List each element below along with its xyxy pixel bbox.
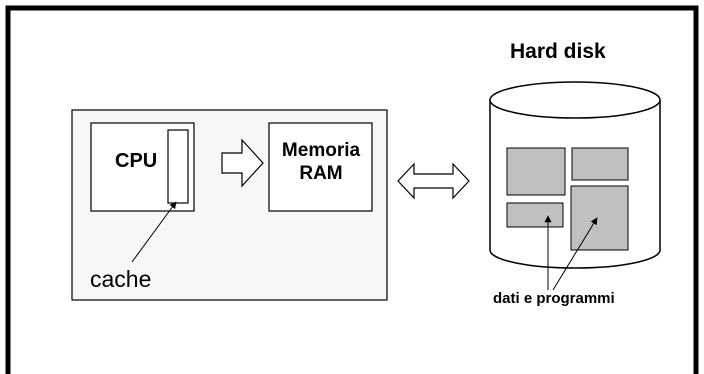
data-pointer-arrow-2 [552, 217, 598, 291]
cache-label: cache [90, 266, 152, 292]
cache-pointer-arrow [131, 201, 177, 263]
ram-label-line2: RAM [299, 163, 343, 184]
ram-disk-double-arrow [397, 162, 470, 200]
ram-box [268, 122, 373, 212]
ram-label-line1: Memoria [281, 140, 361, 161]
disk-block-2 [571, 147, 629, 181]
disk-block-1 [506, 147, 566, 196]
cpu-to-ram-arrow [221, 138, 264, 188]
disk-block-3 [506, 202, 564, 228]
cpu-label: CPU [115, 150, 158, 172]
cache-strip [167, 129, 189, 204]
hard-disk-top [489, 81, 661, 119]
outer-frame [5, 5, 699, 374]
disk-block-4 [570, 185, 629, 251]
disk-content-label: dati e programmi [493, 290, 615, 307]
hard-disk-title: Hard disk [510, 40, 606, 63]
